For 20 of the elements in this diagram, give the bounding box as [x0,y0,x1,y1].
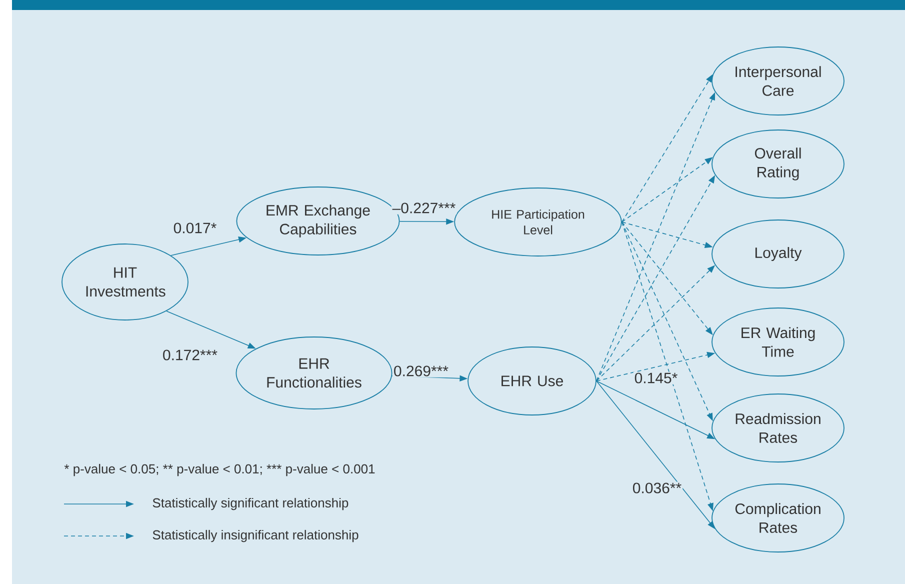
edge-label: 0.145* [633,372,679,384]
edge-label: 0.172*** [161,348,219,362]
ellipse-node: HIT Investments [62,244,188,320]
ellipse-node: EHR Functionalities [236,336,392,410]
ellipse-node: Loyalty [712,220,844,288]
footnote: * p-value < 0.05; ** p-value < 0.01; *** p-value < 0.001 [64,464,375,476]
ellipse-node: HIE Participation Level [454,188,622,256]
ellipse-node: EMR Exchange Capabilities [236,186,400,256]
edge-label: 0.269*** [392,364,450,378]
edge-label: –0.227*** [391,202,457,214]
legend-text: Statistically significant relationship [152,498,348,510]
ellipse-node: Overall Rating [712,130,844,198]
ellipse-node: EHR Use [468,346,596,416]
ellipse-node: ER Waiting Time [712,308,844,376]
ellipse-node: Readmission Rates [712,394,844,462]
ellipse-node: Interpersonal Care [712,46,844,116]
ellipse-node: Complication Rates [712,484,844,552]
edge-label: 0.017* [172,222,218,234]
edge-label: 0.036** [631,482,683,494]
legend-text: Statistically insignificant relationship [152,530,358,542]
